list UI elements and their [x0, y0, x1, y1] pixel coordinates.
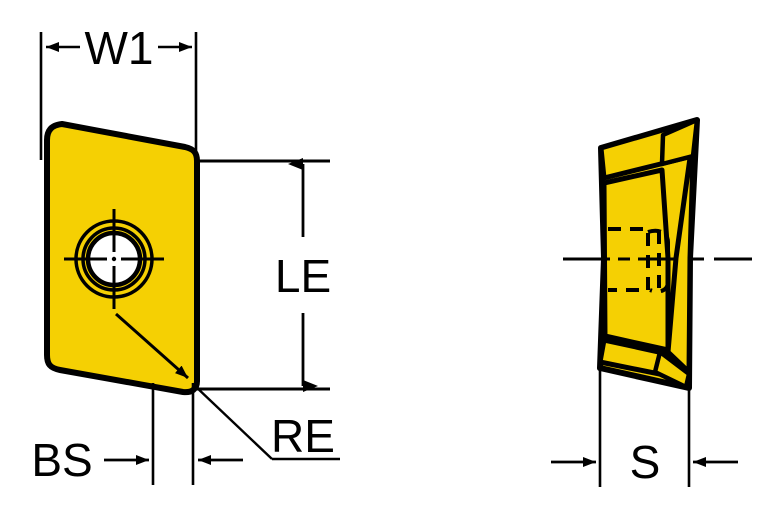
- side-view: [563, 117, 752, 391]
- bs-label: BS: [31, 434, 92, 486]
- side-rake-face-panel: [601, 167, 671, 353]
- dimension-bs: BS: [31, 383, 195, 486]
- re-leader-line: [193, 384, 273, 460]
- w1-label: W1: [85, 22, 154, 74]
- s-label: S: [630, 436, 661, 488]
- le-label: LE: [275, 250, 331, 302]
- re-corner-pointer: [115, 312, 189, 380]
- front-view: [39, 32, 200, 396]
- dimension-re: RE: [115, 312, 340, 465]
- dimension-le: LE: [196, 158, 331, 392]
- dimension-s: S: [551, 366, 738, 488]
- dimension-w1: W1: [46, 22, 192, 74]
- side-bottom-right-facet: [652, 349, 692, 390]
- re-label: RE: [271, 410, 335, 462]
- hole-center-dot: [111, 256, 117, 262]
